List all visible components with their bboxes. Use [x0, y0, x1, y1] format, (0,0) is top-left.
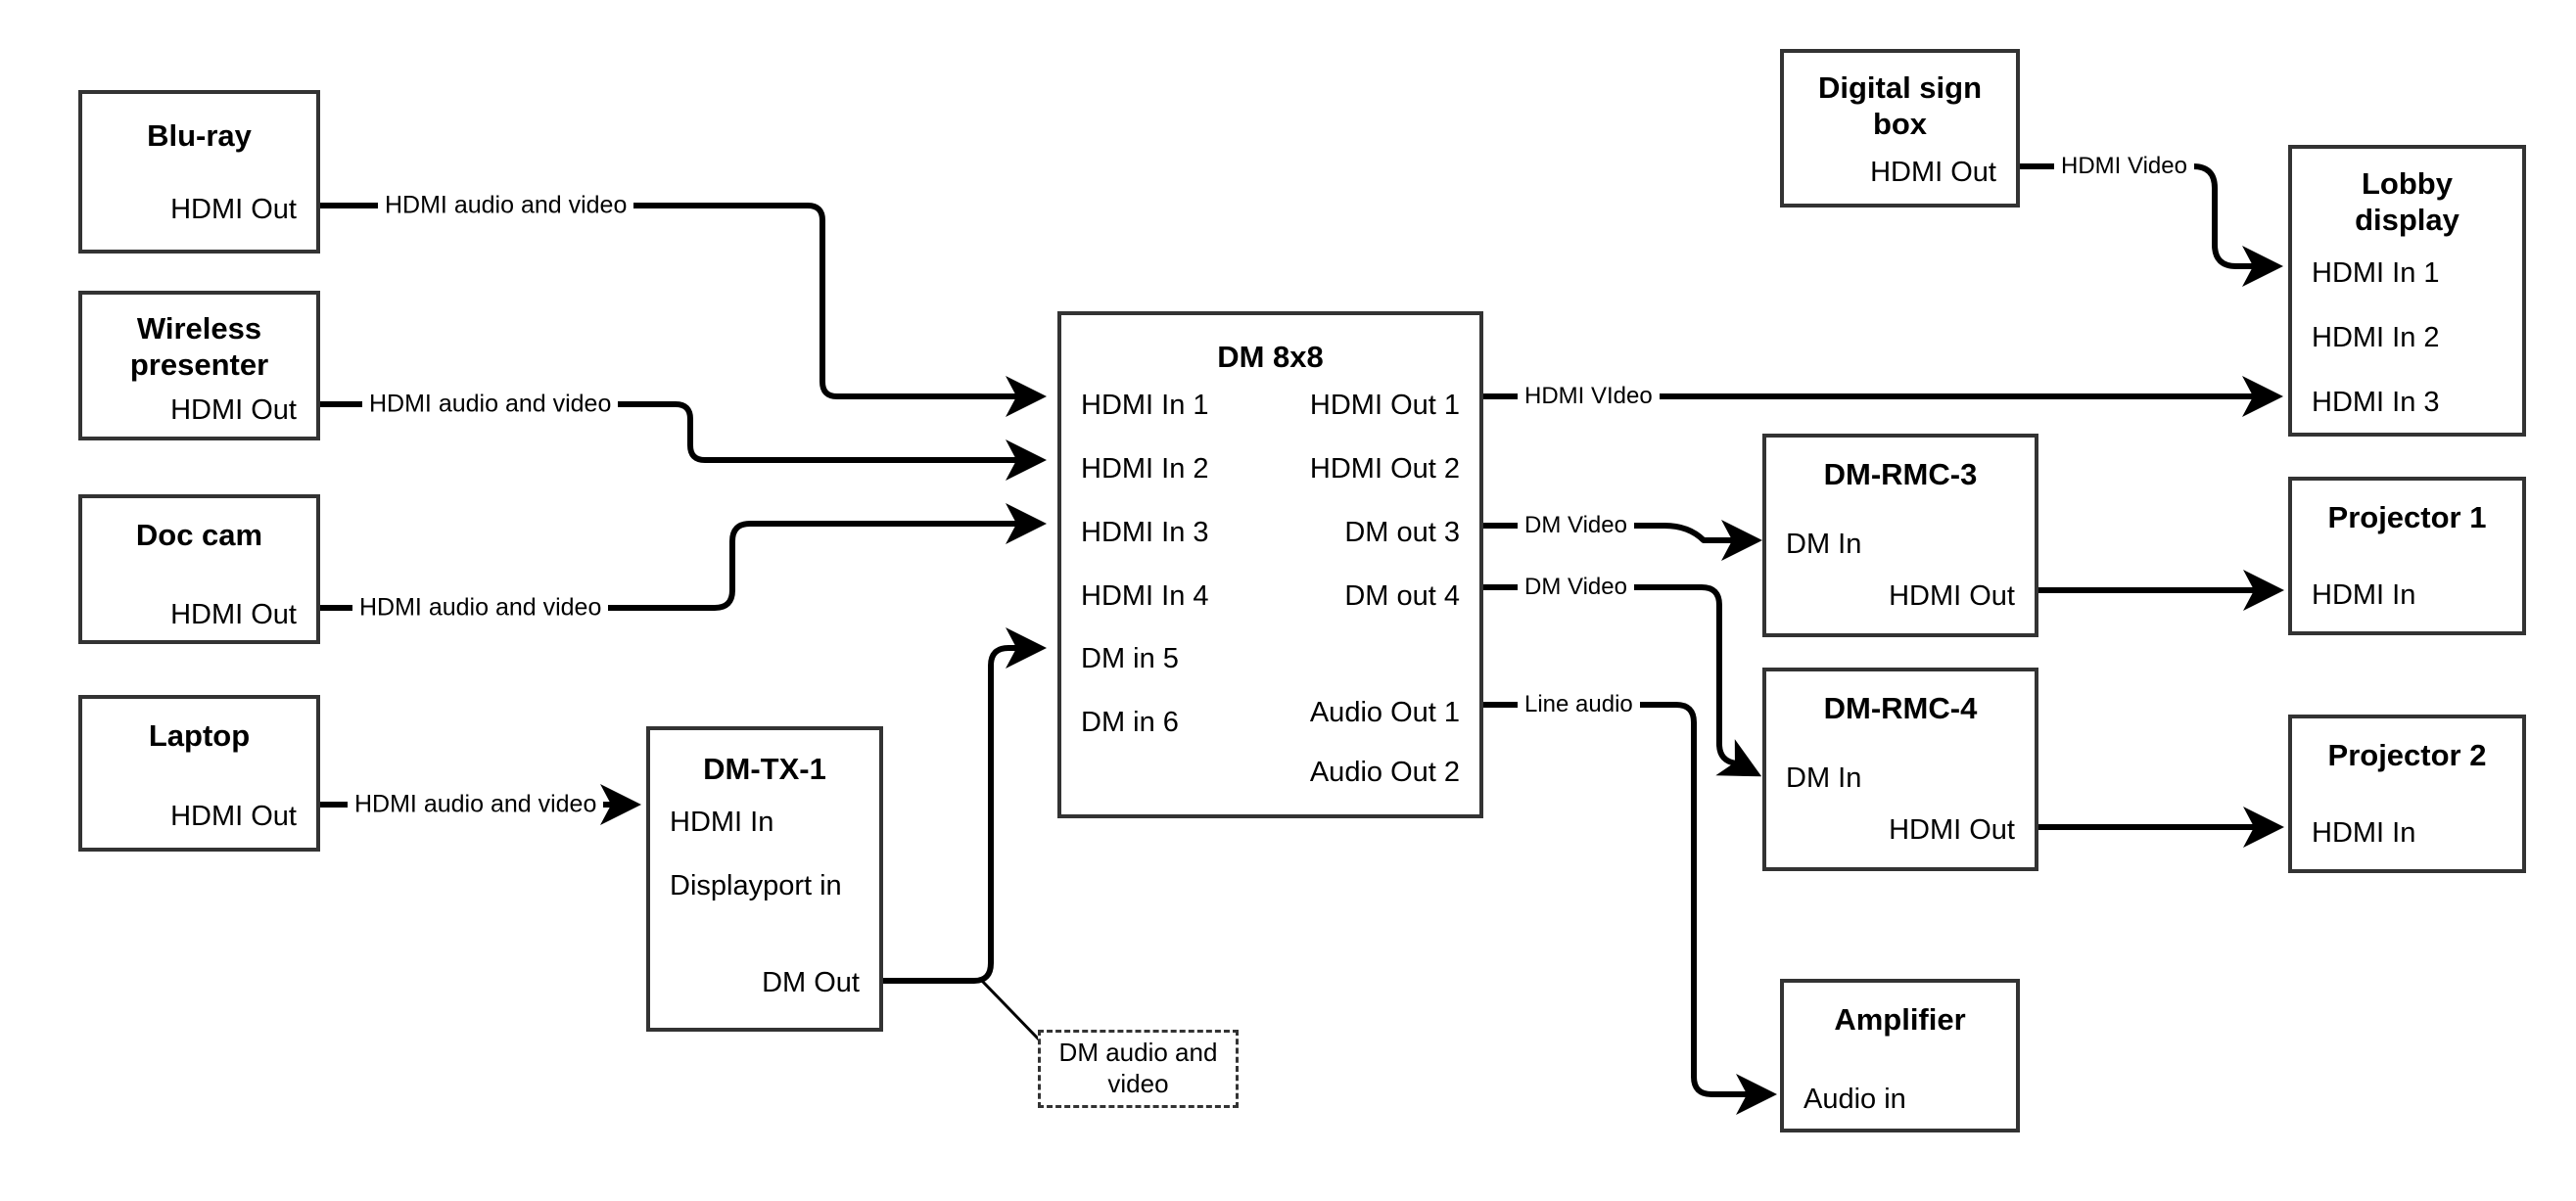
node-dm-8x8-input-dm-in-5[interactable]: DM in 5	[1081, 643, 1179, 674]
node-wireless-presenter[interactable]: Wireless presenter HDMI Out	[78, 291, 320, 440]
wire-label-sign-to-lobby: HDMI Video	[2054, 155, 2194, 178]
node-projector-1[interactable]: Projector 1 HDMI In	[2288, 477, 2526, 635]
node-dm-rmc-4[interactable]: DM-RMC-4 DM In HDMI Out	[1762, 668, 2038, 871]
wire-label-dm-out-3-to-rmc3: DM Video	[1518, 514, 1634, 537]
node-bluray-title: Blu-ray	[147, 118, 252, 153]
node-dm-8x8-output-audio-out-1[interactable]: Audio Out 1	[1309, 697, 1460, 728]
node-laptop-port-hdmi-out[interactable]: HDMI Out	[170, 801, 297, 832]
node-amplifier-port-audio-in[interactable]: Audio in	[1803, 1084, 1906, 1115]
node-laptop[interactable]: Laptop HDMI Out	[78, 695, 320, 852]
callout-dm-audio-and-video: DM audio and video	[1038, 1030, 1239, 1108]
node-amplifier[interactable]: Amplifier Audio in	[1780, 979, 2020, 1132]
wire-sign-to-lobby-hdmi-in-1	[2020, 163, 2283, 287]
node-amplifier-title: Amplifier	[1834, 1002, 1966, 1037]
wire-dmtx1-to-dm-in-5	[883, 627, 1047, 984]
wire-bluray-to-dm-hdmi-in-1	[320, 203, 1047, 417]
node-dm-tx-1-title: DM-TX-1	[703, 752, 826, 786]
node-digital-sign-box-title: Digital sign box	[1817, 70, 1983, 141]
node-dm-8x8-output-hdmi-out-2[interactable]: HDMI Out 2	[1309, 453, 1460, 485]
node-bluray-port-hdmi-out[interactable]: HDMI Out	[170, 194, 297, 225]
node-projector-2-port-hdmi-in[interactable]: HDMI In	[2312, 817, 2416, 849]
node-dm-8x8-input-hdmi-in-3[interactable]: HDMI In 3	[1081, 517, 1209, 548]
wire-label-wireless-to-dm: HDMI audio and video	[362, 392, 619, 417]
node-dm-rmc-4-title: DM-RMC-4	[1823, 691, 1978, 725]
node-dm-8x8-input-hdmi-in-4[interactable]: HDMI In 4	[1081, 580, 1209, 612]
node-dm-tx-1-port-hdmi-in[interactable]: HDMI In	[670, 807, 774, 838]
wire-label-audio-out-1-to-amplifier: Line audio	[1518, 693, 1640, 716]
node-dm-8x8-output-dm-out-4[interactable]: DM out 4	[1344, 580, 1460, 612]
node-digital-sign-box[interactable]: Digital sign box HDMI Out	[1780, 49, 2020, 208]
node-digital-sign-box-port-hdmi-out[interactable]: HDMI Out	[1870, 157, 1996, 188]
node-projector-2-title: Projector 2	[2327, 738, 2487, 772]
node-bluray[interactable]: Blu-ray HDMI Out	[78, 90, 320, 254]
node-lobby-display-port-hdmi-in-2[interactable]: HDMI In 2	[2312, 322, 2440, 353]
wire-label-laptop-to-dmtx1: HDMI audio and video	[348, 792, 604, 817]
node-projector-2[interactable]: Projector 2 HDMI In	[2288, 715, 2526, 873]
node-dm-8x8[interactable]: DM 8x8 HDMI In 1 HDMI In 2 HDMI In 3 HDM…	[1057, 311, 1483, 818]
node-doc-cam-port-hdmi-out[interactable]: HDMI Out	[170, 599, 297, 630]
node-wireless-presenter-title: Wireless presenter	[129, 311, 269, 382]
node-lobby-display-title: Lobby display	[2355, 166, 2459, 237]
node-dm-8x8-title: DM 8x8	[1217, 340, 1324, 374]
node-dm-8x8-input-hdmi-in-2[interactable]: HDMI In 2	[1081, 453, 1209, 485]
wire-label-bluray-to-dm: HDMI audio and video	[378, 193, 634, 218]
node-dm-8x8-input-dm-in-6[interactable]: DM in 6	[1081, 707, 1179, 738]
node-dm-rmc-3-title: DM-RMC-3	[1823, 457, 1978, 491]
wire-label-dm-out-4-to-rmc4: DM Video	[1518, 576, 1634, 599]
node-dm-tx-1-port-displayport-in[interactable]: Displayport in	[670, 870, 842, 901]
wire-label-dm-hdmi-out-1-to-lobby: HDMI VIdeo	[1518, 385, 1660, 408]
node-lobby-display-port-hdmi-in-3[interactable]: HDMI In 3	[2312, 387, 2440, 418]
node-dm-rmc-4-port-hdmi-out[interactable]: HDMI Out	[1889, 814, 2015, 846]
node-dm-tx-1-port-dm-out[interactable]: DM Out	[762, 967, 860, 998]
node-dm-8x8-output-dm-out-3[interactable]: DM out 3	[1344, 517, 1460, 548]
node-dm-8x8-input-hdmi-in-1[interactable]: HDMI In 1	[1081, 390, 1209, 421]
wire-audio-out-1-to-amplifier	[1483, 702, 1777, 1115]
node-dm-rmc-3-port-dm-in[interactable]: DM In	[1786, 529, 1862, 560]
node-lobby-display[interactable]: Lobby display HDMI In 1 HDMI In 2 HDMI I…	[2288, 145, 2526, 437]
node-dm-8x8-output-hdmi-out-1[interactable]: HDMI Out 1	[1309, 390, 1460, 421]
node-lobby-display-port-hdmi-in-1[interactable]: HDMI In 1	[2312, 257, 2440, 289]
node-laptop-title: Laptop	[148, 718, 251, 753]
node-dm-8x8-output-audio-out-2[interactable]: Audio Out 2	[1309, 757, 1460, 788]
node-doc-cam-title: Doc cam	[135, 518, 263, 552]
node-dm-rmc-4-port-dm-in[interactable]: DM In	[1786, 762, 1862, 794]
node-dm-rmc-3-port-hdmi-out[interactable]: HDMI Out	[1889, 580, 2015, 612]
node-wireless-presenter-port-hdmi-out[interactable]: HDMI Out	[170, 394, 297, 426]
node-dm-tx-1[interactable]: DM-TX-1 HDMI In Displayport in DM Out	[646, 726, 883, 1032]
node-projector-1-title: Projector 1	[2327, 500, 2487, 534]
callout-leader-line	[977, 976, 1041, 1041]
wire-label-doccam-to-dm: HDMI audio and video	[352, 595, 609, 621]
node-projector-1-port-hdmi-in[interactable]: HDMI In	[2312, 579, 2416, 611]
node-dm-rmc-3[interactable]: DM-RMC-3 DM In HDMI Out	[1762, 434, 2038, 637]
node-doc-cam[interactable]: Doc cam HDMI Out	[78, 494, 320, 644]
wire-dm-out-4-to-rmc4	[1483, 584, 1762, 777]
